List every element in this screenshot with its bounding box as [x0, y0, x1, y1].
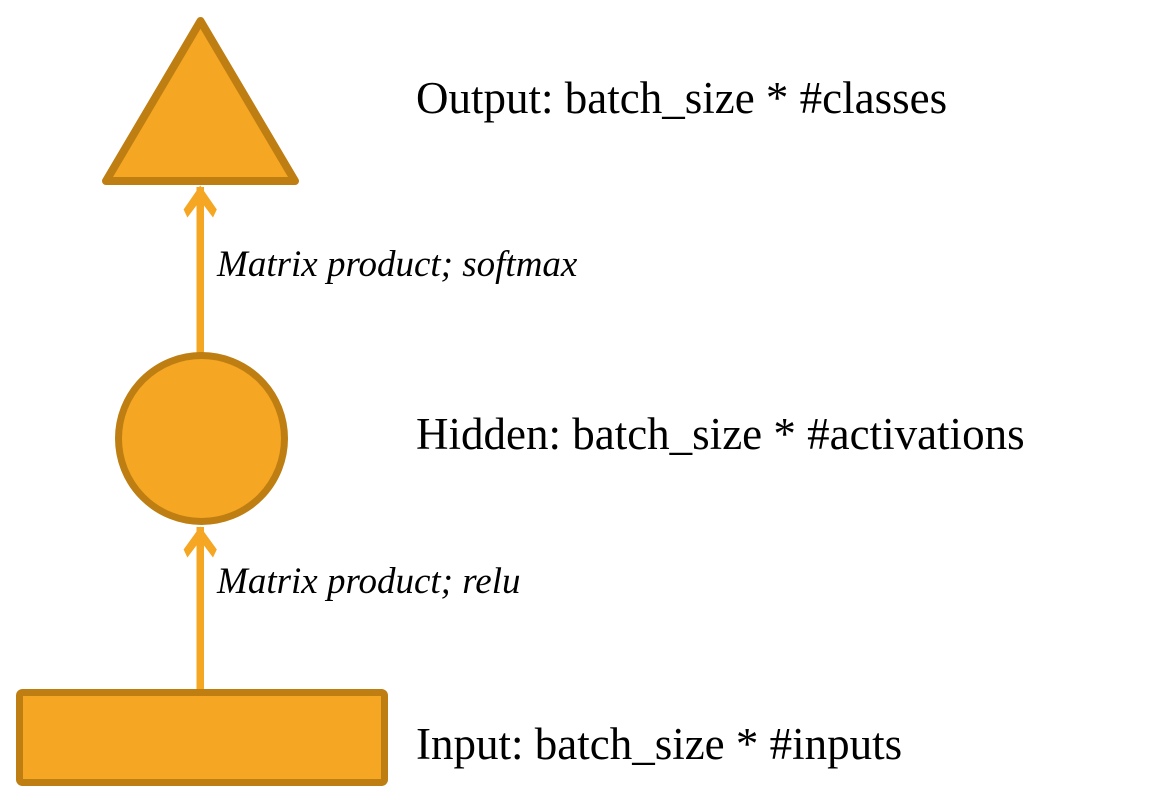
arrow-stem [196, 548, 204, 691]
arrow-input-to-hidden [183, 526, 217, 691]
edge-label-input-to-hidden: Matrix product; relu [217, 561, 521, 602]
output-layer-label: Output: batch_size * #classes [416, 73, 948, 123]
arrow-hidden-to-output [183, 185, 217, 355]
arrow-head [183, 185, 217, 218]
edge-label-hidden-to-output: Matrix product; softmax [217, 244, 578, 285]
rectangle-shape[interactable] [16, 689, 388, 786]
arrow-stem [196, 208, 204, 355]
hidden-layer-label: Hidden: batch_size * #activations [416, 409, 1025, 459]
arrow-head [183, 526, 217, 558]
circle-shape[interactable] [115, 352, 288, 525]
arrow-head-core [196, 527, 204, 551]
arrow-head-core [196, 187, 204, 211]
input-layer-label: Input: batch_size * #inputs [416, 719, 903, 769]
triangle-shape[interactable] [102, 17, 299, 185]
